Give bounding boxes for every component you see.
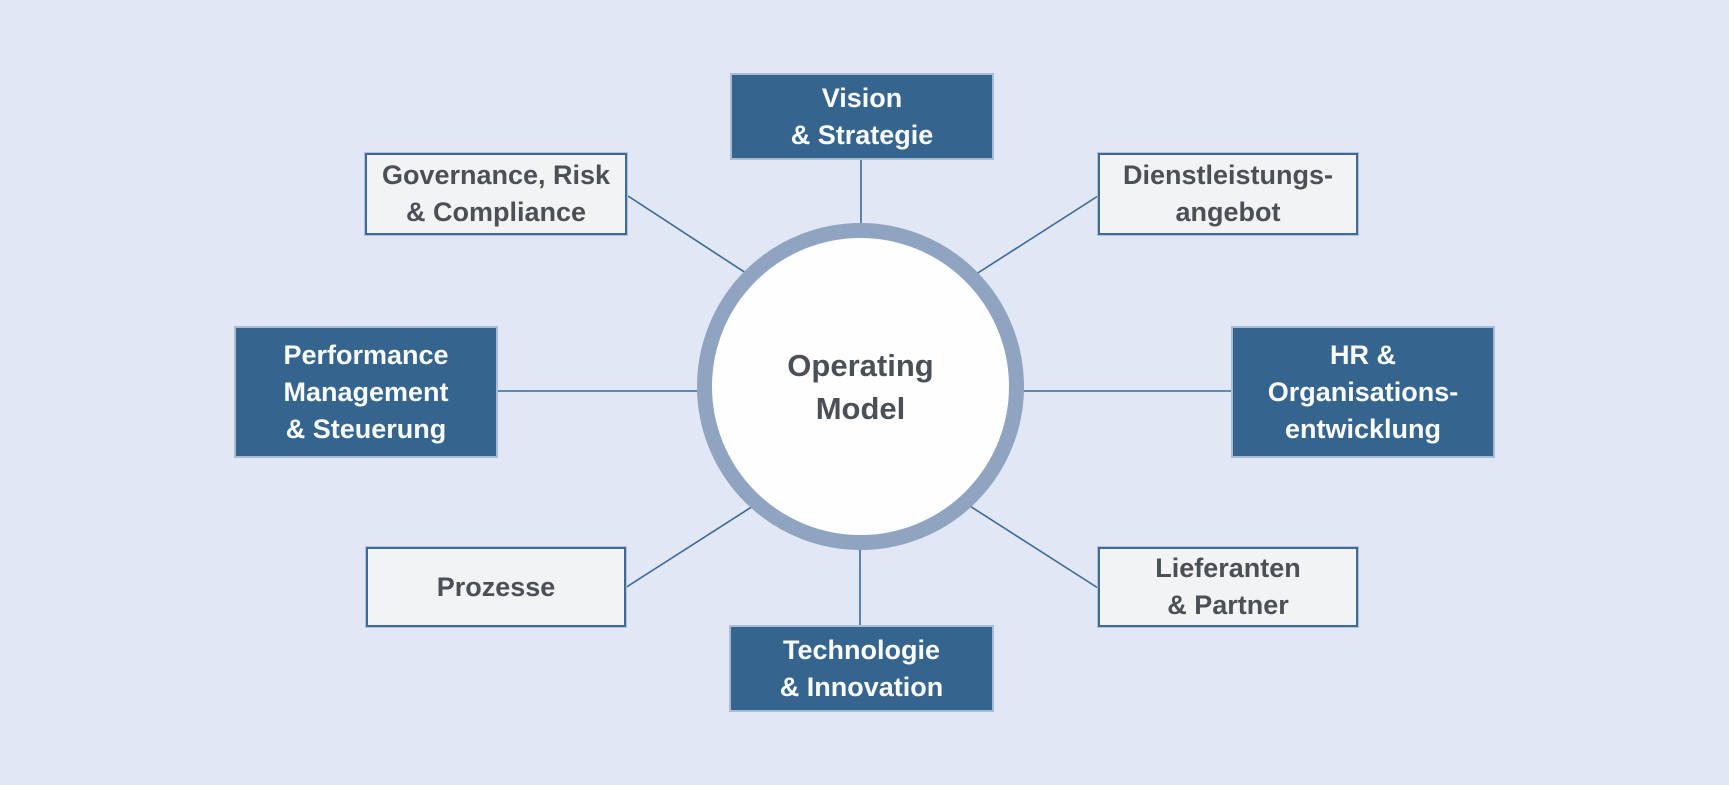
node-label: Performance Management & Steuerung xyxy=(283,339,449,444)
connector-bottom-left xyxy=(624,491,776,589)
node-lieferanten-partner: Lieferanten & Partner xyxy=(1098,547,1358,627)
node-label: Lieferanten & Partner xyxy=(1155,553,1301,620)
node-vision-strategie: Vision & Strategie xyxy=(732,75,992,158)
node-dienstleistungsangebot: Dienstleistungs- angebot xyxy=(1098,153,1358,235)
node-technologie-innovation: Technologie & Innovation xyxy=(731,627,992,710)
node-label: Prozesse xyxy=(436,571,556,602)
node-governance-risk-compliance: Governance, Risk & Compliance xyxy=(365,153,627,235)
node-label: HR & Organisations- entwicklung xyxy=(1267,339,1459,444)
hub-label: Operating Model xyxy=(787,347,934,426)
node-label: Technologie & Innovation xyxy=(779,634,944,702)
node-label: Dienstleistungs- angebot xyxy=(1122,160,1334,227)
connector-bottom-right xyxy=(947,491,1099,589)
node-label: Governance, Risk & Compliance xyxy=(381,160,611,227)
node-label: Vision & Strategie xyxy=(790,82,934,150)
node-performance-management: Performance Management & Steuerung xyxy=(236,328,496,456)
node-prozesse: Prozesse xyxy=(366,547,626,627)
node-hr-organisationsentwicklung: HR & Organisations- entwicklung xyxy=(1233,328,1493,456)
hub-circle: Operating Model xyxy=(697,223,1024,550)
